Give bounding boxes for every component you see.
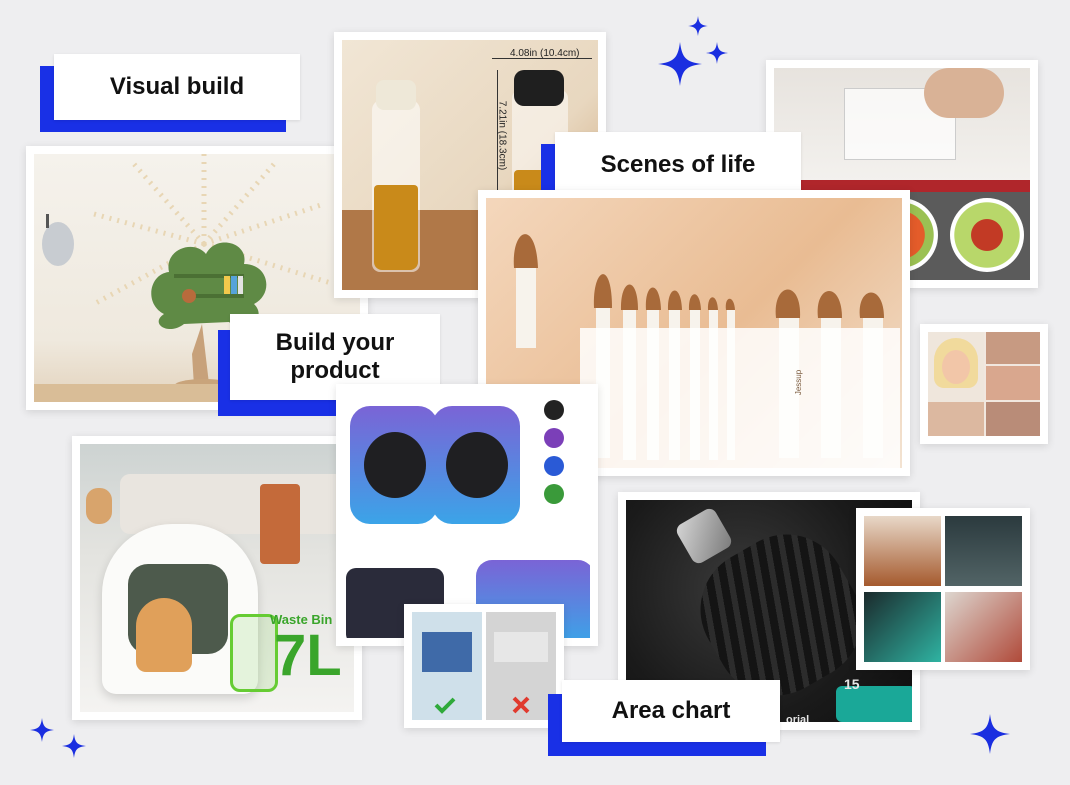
kids-room-photo (34, 154, 360, 402)
kids-legs-photo (412, 612, 556, 720)
drill-detail-photo-card (856, 508, 1030, 670)
cross-icon (512, 696, 530, 714)
area-chart-text: Area chart (562, 680, 780, 742)
sparkle-icon (658, 42, 702, 86)
bottle-height-dimension: 7.21in (18.3cm) (496, 100, 508, 171)
sparkle-icon (706, 42, 728, 64)
makeup-face-photo-card (920, 324, 1048, 444)
sparkle-icon (688, 16, 708, 36)
sparkle-icon (62, 734, 86, 758)
waste-bin-capacity: 7L (274, 623, 342, 688)
litter-box-photo-card: Waste Bin 7L (72, 436, 362, 720)
knee-pads-photo (344, 392, 590, 638)
waste-bin-label: Waste Bin (270, 612, 333, 627)
area-chart-label: Area chart (548, 680, 780, 758)
sparkle-icon (970, 714, 1010, 754)
visual-build-label: Visual build (40, 54, 300, 134)
drill-caption-fragment: orial (786, 714, 810, 722)
build-your-product-line2: product (290, 357, 380, 384)
brush-brand-mark: Jessup (794, 369, 804, 396)
knee-pads-photo-card (336, 384, 598, 646)
visual-build-text: Visual build (54, 54, 300, 120)
check-icon (434, 697, 456, 714)
litter-box-photo: Waste Bin 7L (80, 444, 354, 712)
makeup-face-photo (928, 332, 1040, 436)
bottle-width-dimension: 4.08in (10.4cm) (510, 48, 580, 59)
makeup-brushes-photo: Jessup (486, 198, 902, 468)
kids-room-photo-card (26, 146, 368, 410)
kids-legs-photo-card (404, 604, 564, 728)
scenes-of-life-text: Scenes of life (555, 132, 801, 198)
sparkle-icon (30, 718, 54, 742)
makeup-brushes-photo-card: Jessup (478, 190, 910, 476)
drill-detail-photo (864, 516, 1022, 662)
drill-dial-number: 15 (844, 676, 860, 692)
build-your-product-line1: Build your (275, 329, 395, 356)
